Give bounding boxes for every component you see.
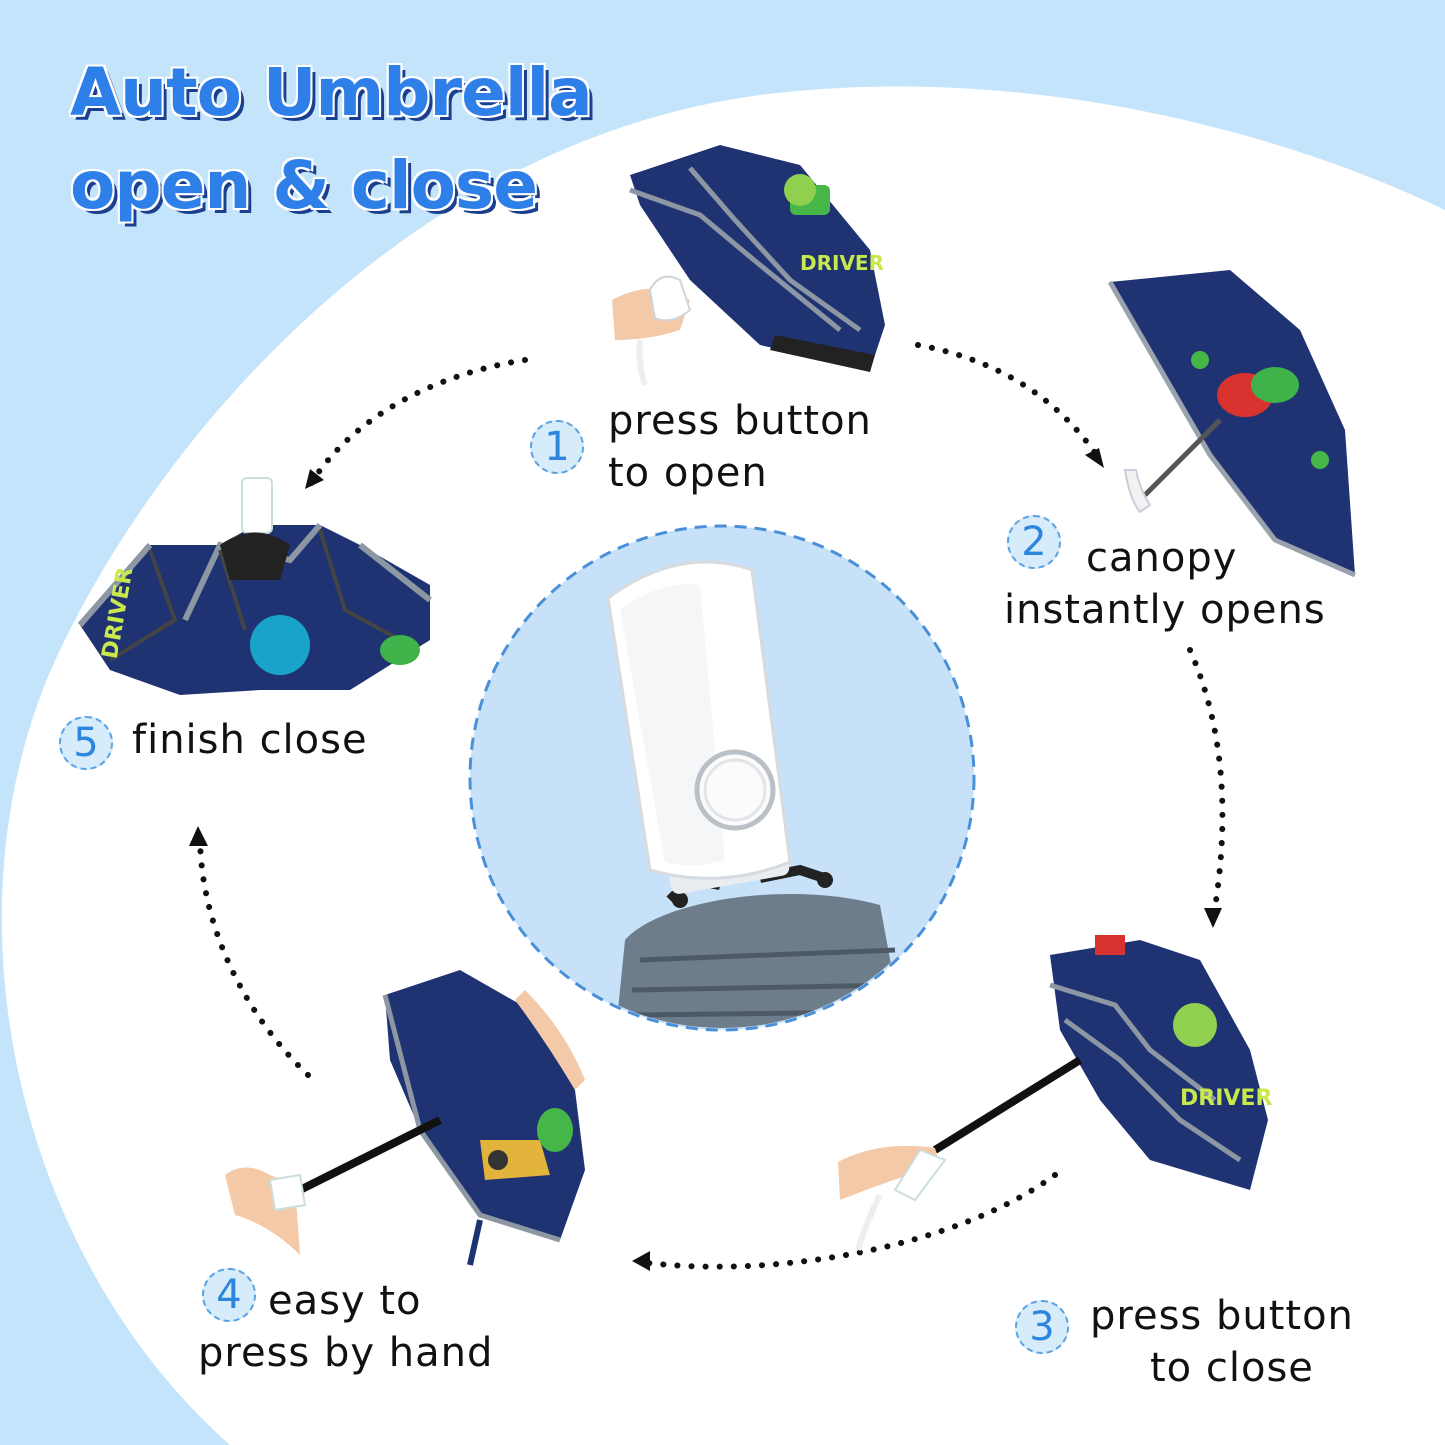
step-2-line-1: canopy (1086, 535, 1238, 581)
step-3-line-1: press button (1090, 1293, 1354, 1339)
title-line-2: open & close (70, 147, 538, 224)
step-4-caption: easy to press by hand (198, 1275, 493, 1379)
arrow-1-to-2 (915, 342, 1103, 463)
step-5-line-1: finish close (132, 717, 368, 763)
step-2-badge: 2 (1007, 515, 1061, 569)
umbrella-step-3: DRIVER (838, 935, 1272, 1251)
step-1-caption: press button to open (608, 395, 872, 499)
step-4-line-1: easy to (268, 1278, 422, 1324)
arrow-heads (189, 448, 1222, 1271)
umbrella-step-1: DRIVER (612, 145, 885, 386)
arrow-2-to-3 (1187, 647, 1226, 923)
flow-arrows (197, 342, 1226, 1270)
step-2-line-2: instantly opens (1004, 587, 1326, 633)
umbrella-step-5: DRIVER (77, 477, 432, 695)
step-4-line-2: press by hand (198, 1330, 494, 1376)
umbrella-step-4 (225, 970, 585, 1266)
center-handle-closeup (468, 524, 976, 1032)
title-line-1: Auto Umbrella (70, 54, 593, 131)
step-3-badge: 3 (1015, 1300, 1069, 1354)
umbrella-step-2 (1107, 270, 1357, 578)
step-5-badge: 5 (59, 716, 113, 770)
step-4-badge: 4 (202, 1268, 256, 1322)
step-1-line-2: to open (608, 450, 768, 496)
svg-text:DRIVER: DRIVER (800, 251, 884, 275)
step-1-badge: 1 (530, 420, 584, 474)
arrow-5-to-1 (307, 357, 528, 488)
arrow-4-to-5 (197, 832, 311, 1078)
svg-text:DRIVER: DRIVER (1180, 1086, 1272, 1111)
step-3-line-2: to close (1150, 1345, 1314, 1391)
step-5-caption: finish close (132, 714, 368, 766)
step-1-line-1: press button (608, 398, 872, 444)
step-2-caption: canopy instantly opens (1004, 532, 1326, 636)
step-3-caption: press button to close (1090, 1290, 1354, 1394)
